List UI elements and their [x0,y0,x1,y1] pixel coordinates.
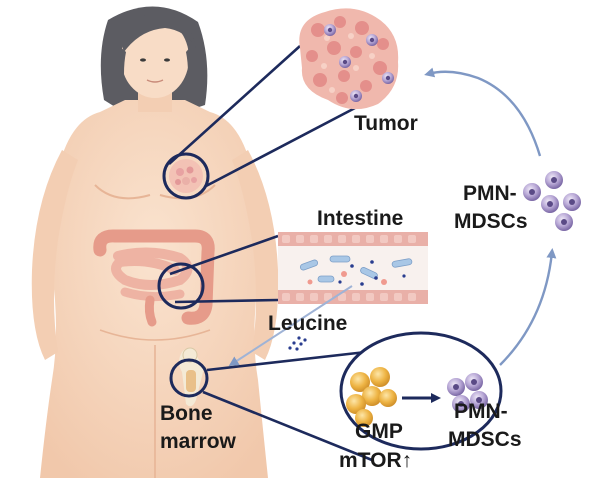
pmn-mdscs-top-label-line1: PMN- [463,182,517,205]
tumor-tissue-icon [299,8,399,110]
callout-connectors [168,45,373,462]
pmn-mdsc-cell-icon [447,373,488,413]
tumor-callout-ring [162,152,210,200]
intestine-label: Intestine [317,207,403,230]
marrow-to-blood-arrow [499,248,557,366]
tumor-label: Tumor [354,112,418,135]
pmn-mdscs-inset-label-line1: PMN- [454,400,508,423]
mtor-label: mTOR↑ [339,449,412,472]
bone-marrow-label-line2: marrow [160,430,237,453]
tumor-in-breast-icon [169,159,203,193]
gmp-label: GMP [355,420,403,443]
pmn-mdscs-inset-label-line2: MDSCs [448,428,522,451]
pmn-mdscs-top-label-line2: MDSCs [454,210,528,233]
gmp-cell-icon [346,367,397,427]
circulating-mdsc-cells-icon [523,171,581,231]
intestine-section-icon [278,232,428,304]
bone-callout-ring [169,358,209,398]
leucine-arrow [228,285,353,367]
bone-marrow-label-line1: Bone [160,402,213,425]
bone-marrow-inset [339,331,503,451]
leucine-molecule-icon [288,336,307,351]
intestine-in-body-icon [93,229,215,327]
blood-to-tumor-arrow [424,67,542,157]
leucine-label: Leucine [268,312,347,335]
intestine-callout-ring [157,262,205,310]
